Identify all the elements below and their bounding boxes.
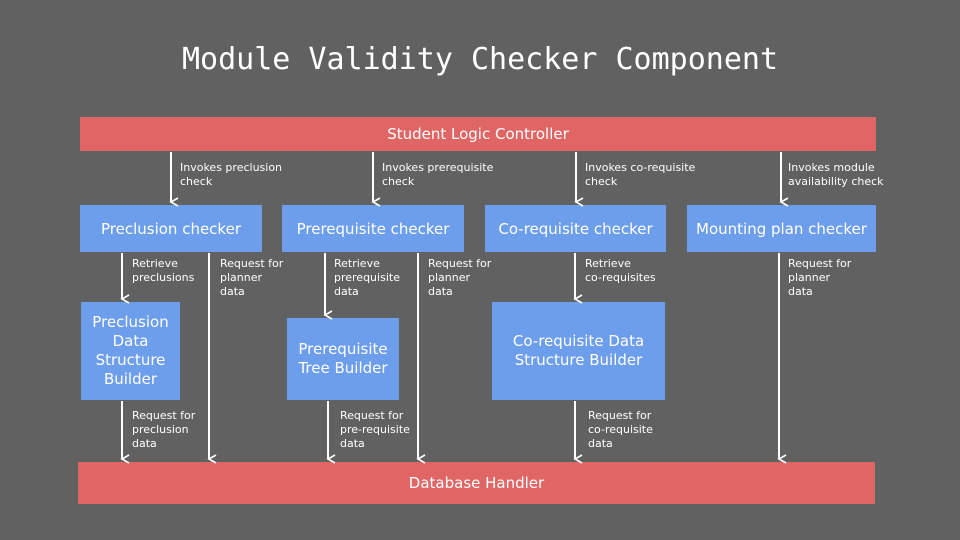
prerequisite-checker: Prerequisite checker bbox=[282, 205, 464, 252]
corequisite-data-structure-builder: Co-requisite Data Structure Builder bbox=[492, 302, 665, 400]
label-invoke-corequisite: Invokes co-requisite check bbox=[585, 161, 696, 188]
label-planner-1: Request for planner data bbox=[220, 257, 284, 298]
prerequisite-tree-builder: Prerequisite Tree Builder bbox=[287, 318, 399, 400]
label-invoke-prerequisite: Invokes prerequisite check bbox=[382, 161, 494, 188]
label-invoke-module: Invokes module availability check bbox=[788, 161, 884, 188]
label-planner-4: Request for planner data bbox=[788, 257, 852, 298]
label-retrieve-corequisites: Retrieve co-requisites bbox=[585, 257, 656, 284]
database-handler: Database Handler bbox=[78, 462, 875, 504]
label-request-corequisite: Request for co-requisite data bbox=[588, 409, 653, 450]
label-retrieve-prerequisite: Retrieve prerequisite data bbox=[334, 257, 400, 298]
label-request-preclusion: Request for preclusion data bbox=[132, 409, 196, 450]
label-retrieve-preclusions: Retrieve preclusions bbox=[132, 257, 195, 284]
corequisite-checker: Co-requisite checker bbox=[485, 205, 666, 252]
mounting-plan-checker: Mounting plan checker bbox=[687, 205, 876, 252]
label-invoke-preclusion: Invokes preclusion check bbox=[180, 161, 283, 188]
preclusion-data-structure-builder: Preclusion Data Structure Builder bbox=[81, 302, 180, 400]
label-planner-2: Request for planner data bbox=[428, 257, 492, 298]
preclusion-checker: Preclusion checker bbox=[80, 205, 262, 252]
student-logic-controller: Student Logic Controller bbox=[80, 117, 876, 151]
page-title: Module Validity Checker Component bbox=[181, 42, 779, 77]
label-request-prerequisite: Request for pre-requisite data bbox=[340, 409, 410, 450]
